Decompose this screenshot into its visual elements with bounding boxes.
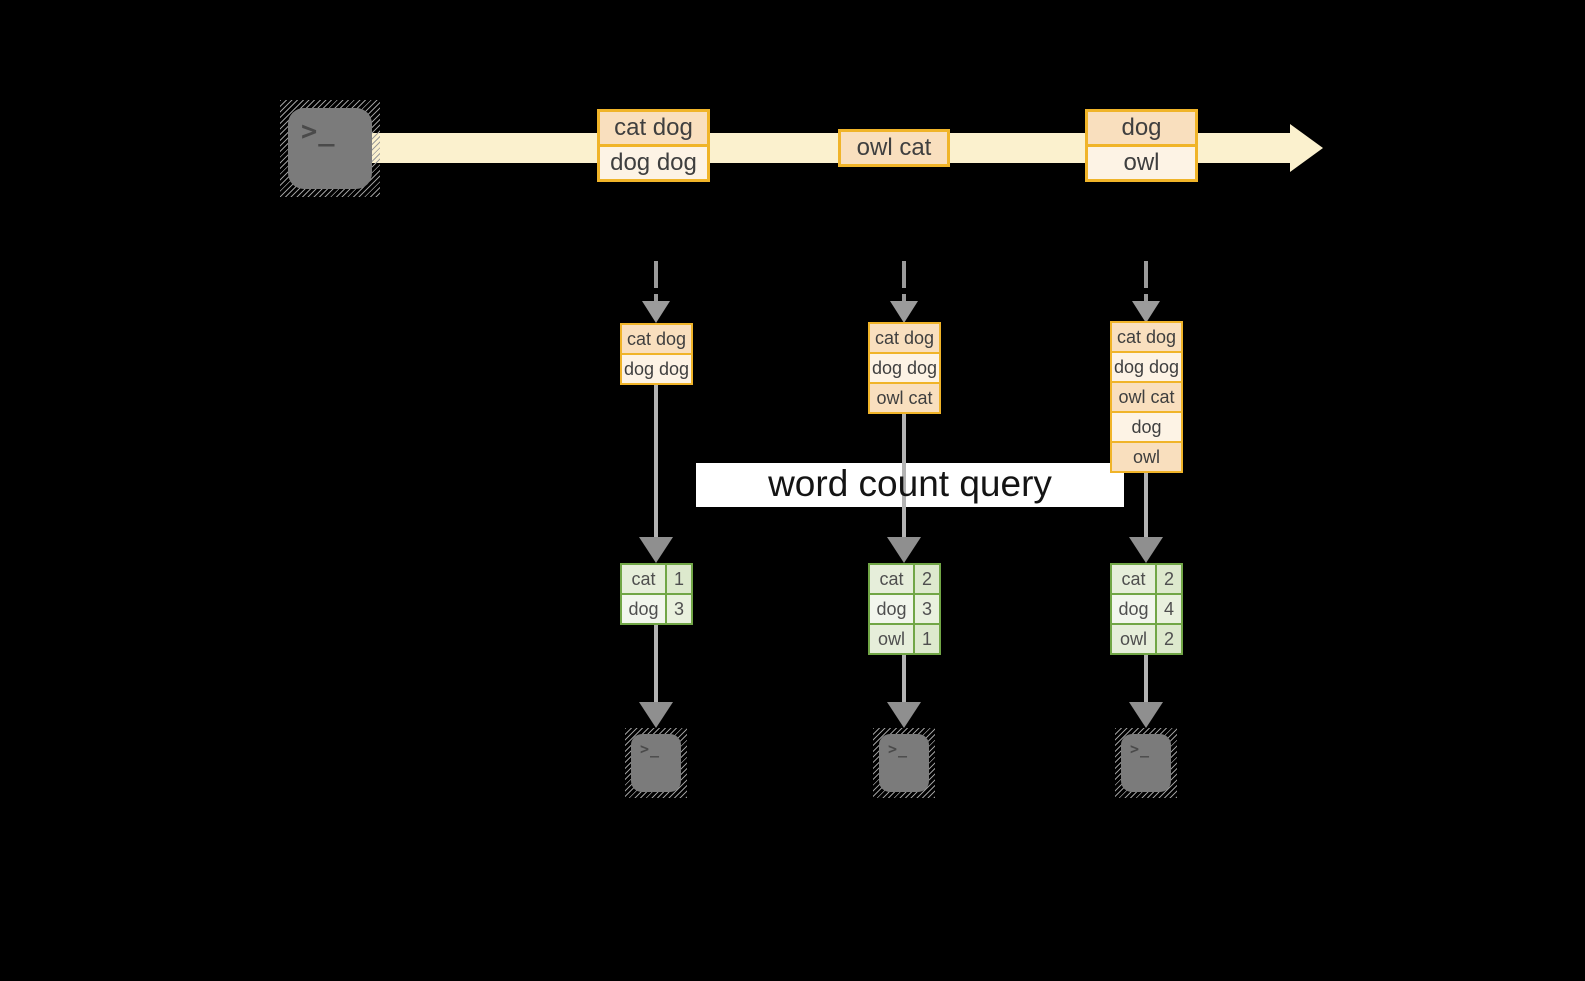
buffer-item: cat dog (868, 322, 941, 354)
ingest-arrow-dash (902, 294, 906, 301)
ingest-arrow-dash (654, 294, 658, 301)
buffer-item: dog dog (868, 352, 941, 384)
ingest-arrow-head (642, 301, 670, 323)
word-cell: owl (868, 623, 915, 655)
output-terminal-icon: >_ (625, 728, 687, 798)
stream-batch-1: cat dog dog dog (597, 109, 710, 182)
flow-arrow-head (639, 702, 673, 728)
terminal-screen: >_ (631, 734, 681, 792)
batch-item: owl (1085, 144, 1198, 182)
flow-arrow-head (1129, 702, 1163, 728)
ingest-arrow-dash (654, 261, 658, 288)
table-row: cat 2 (868, 563, 941, 595)
count-cell: 1 (913, 623, 941, 655)
table-row: owl 1 (868, 623, 941, 655)
ingest-arrow-dash (1144, 261, 1148, 288)
flow-arrow-line (654, 625, 658, 702)
word-cell: dog (620, 593, 667, 625)
table-row: dog 3 (868, 593, 941, 625)
wordcount-table-2: cat 2 dog 3 owl 1 (868, 563, 941, 655)
terminal-prompt-icon: >_ (640, 740, 661, 758)
terminal-prompt-icon: >_ (888, 740, 909, 758)
flow-arrow-line (654, 385, 658, 537)
ingest-arrow-dash (902, 261, 906, 288)
buffer-item: dog dog (1110, 351, 1183, 383)
ingest-arrow-head (1132, 301, 1160, 323)
count-cell: 2 (1155, 623, 1183, 655)
query-label: word count query (768, 463, 1052, 504)
buffer-stack-3: cat dog dog dog owl cat dog owl (1110, 321, 1183, 473)
batch-item: dog dog (597, 144, 710, 182)
flow-arrow-line (1144, 655, 1148, 702)
word-cell: cat (868, 563, 915, 595)
count-cell: 3 (913, 593, 941, 625)
stream-batch-2: owl cat (838, 129, 950, 167)
wordcount-table-1: cat 1 dog 3 (620, 563, 693, 625)
buffer-item: cat dog (620, 323, 693, 355)
ingest-arrow-head (890, 301, 918, 323)
flow-arrow-line (902, 414, 906, 537)
count-cell: 4 (1155, 593, 1183, 625)
wordcount-table-3: cat 2 dog 4 owl 2 (1110, 563, 1183, 655)
count-cell: 1 (665, 563, 693, 595)
stream-arrow-head (1290, 124, 1323, 172)
terminal-screen: >_ (288, 108, 372, 189)
count-cell: 2 (1155, 563, 1183, 595)
buffer-item: dog (1110, 411, 1183, 443)
flow-arrow-line (902, 655, 906, 702)
word-cell: owl (1110, 623, 1157, 655)
table-row: cat 2 (1110, 563, 1183, 595)
terminal-prompt-icon: >_ (301, 116, 336, 147)
flow-arrow-head (887, 702, 921, 728)
buffer-stack-1: cat dog dog dog (620, 323, 693, 385)
buffer-item: owl cat (868, 382, 941, 414)
terminal-prompt-icon: >_ (1130, 740, 1151, 758)
table-row: owl 2 (1110, 623, 1183, 655)
flow-arrow-line (1144, 473, 1148, 537)
flow-arrow-head (887, 537, 921, 563)
buffer-item: cat dog (1110, 321, 1183, 353)
flow-arrow-head (1129, 537, 1163, 563)
table-row: cat 1 (620, 563, 693, 595)
count-cell: 3 (665, 593, 693, 625)
buffer-item: owl cat (1110, 381, 1183, 413)
batch-item: cat dog (597, 109, 710, 147)
output-terminal-icon: >_ (873, 728, 935, 798)
stream-batch-3: dog owl (1085, 109, 1198, 182)
table-row: dog 4 (1110, 593, 1183, 625)
terminal-screen: >_ (1121, 734, 1171, 792)
word-cell: dog (868, 593, 915, 625)
source-terminal-icon: >_ (280, 100, 380, 197)
buffer-item: dog dog (620, 353, 693, 385)
ingest-arrow-dash (1144, 294, 1148, 301)
batch-item: dog (1085, 109, 1198, 147)
batch-item: owl cat (838, 129, 950, 167)
terminal-screen: >_ (879, 734, 929, 792)
flow-arrow-head (639, 537, 673, 563)
word-cell: cat (1110, 563, 1157, 595)
count-cell: 2 (913, 563, 941, 595)
buffer-item: owl (1110, 441, 1183, 473)
buffer-stack-2: cat dog dog dog owl cat (868, 322, 941, 414)
table-row: dog 3 (620, 593, 693, 625)
word-cell: cat (620, 563, 667, 595)
output-terminal-icon: >_ (1115, 728, 1177, 798)
query-label-box (696, 463, 1124, 507)
word-cell: dog (1110, 593, 1157, 625)
